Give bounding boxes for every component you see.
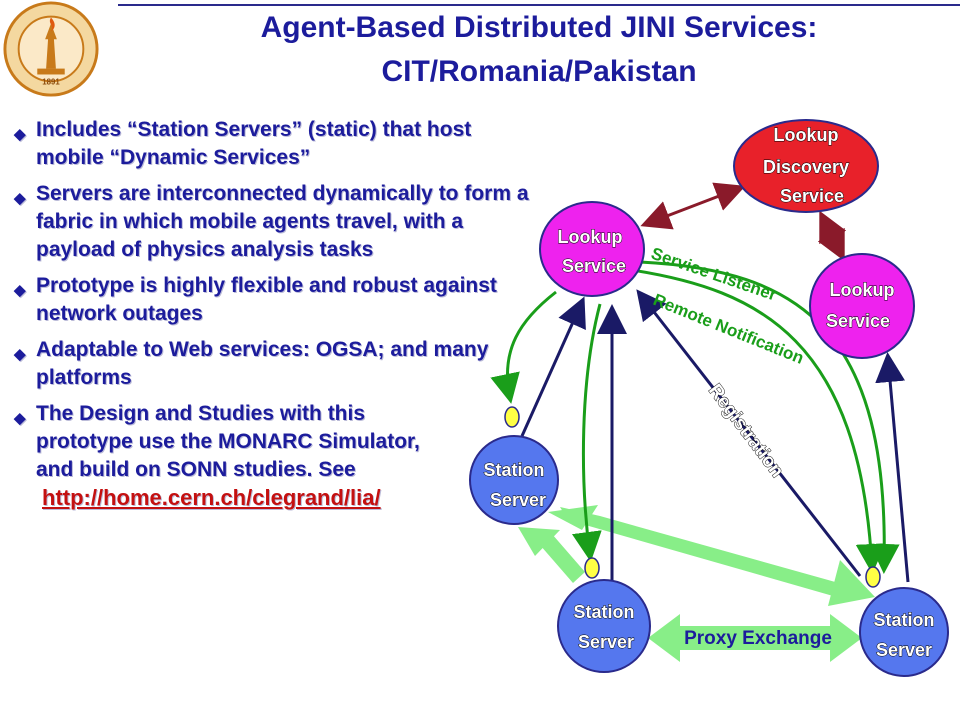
mobile-agent-icon [584, 557, 600, 579]
discovery-link-right [817, 210, 847, 262]
service-listener-arrow [631, 268, 886, 574]
discovery-link-left [640, 182, 746, 230]
proxy-arrow-left-diag [540, 534, 585, 583]
proxy-exchange-head-right [830, 614, 862, 662]
bullet-item: ◆ Servers are interconnected dynamically… [14, 180, 534, 264]
svg-text:Server: Server [876, 640, 932, 660]
proxy-exchange-head-left [648, 614, 680, 662]
caltech-seal-logo: 1891 [3, 1, 99, 97]
notification-arrow-left [490, 290, 557, 404]
title-line-2: CIT/Romania/Pakistan [381, 55, 697, 88]
station-server-node: Station Server [469, 435, 559, 525]
proxy-exchange-bar [676, 626, 834, 650]
proxy-arrow-head-lower [828, 560, 875, 606]
lookup-service-node-left: Lookup Service [539, 201, 645, 297]
diamond-bullet-icon: ◆ [14, 126, 26, 143]
registration-arrow-left [520, 296, 586, 437]
bullet-item: ◆ Adaptable to Web services: OGSA; and m… [14, 336, 534, 392]
page-title: Agent-Based Distributed JINI Services: C… [118, 6, 960, 94]
mobile-agent-icon [865, 566, 881, 588]
title-rule [118, 4, 960, 6]
svg-text:Lookup: Lookup [774, 125, 839, 145]
diamond-bullet-icon: ◆ [14, 282, 26, 299]
svg-text:Station: Station [574, 602, 635, 622]
svg-text:Station: Station [484, 460, 545, 480]
lookup-service-node-right: Lookup Service [809, 253, 915, 359]
svg-text:Service: Service [780, 186, 844, 206]
diamond-bullet-icon: ◆ [14, 190, 26, 207]
svg-text:Service: Service [826, 311, 890, 331]
registration-arrow-right [875, 352, 910, 583]
diamond-bullet-icon: ◆ [14, 346, 26, 363]
bullet-item: ◆ The Design and Studies with this proto… [14, 400, 446, 512]
notification-arrow-bottom [572, 303, 602, 562]
svg-text:Server: Server [578, 632, 634, 652]
lookup-discovery-service-node: Lookup Discovery Service [733, 119, 879, 213]
bullet-text: The Design and Studies with this prototy… [36, 402, 420, 481]
svg-text:Lookup: Lookup [558, 227, 623, 247]
bullet-item: ◆ Includes “Station Servers” (static) th… [14, 116, 534, 172]
svg-text:Lookup: Lookup [830, 280, 895, 300]
bullet-text: Servers are interconnected dynamically t… [36, 182, 529, 261]
station-server-node: Station Server [859, 587, 949, 677]
svg-text:Discovery: Discovery [763, 157, 849, 177]
proxy-exchange-label: Proxy Exchange [684, 628, 832, 649]
bullet-item: ◆ Prototype is highly flexible and robus… [14, 272, 534, 328]
mobile-agent-icon [504, 406, 520, 428]
svg-text:Server: Server [490, 490, 546, 510]
cern-link[interactable]: http://home.cern.ch/clegrand/lia/ [42, 485, 381, 510]
registration-arrow-diagonal [636, 289, 862, 577]
bullet-text: Adaptable to Web services: OGSA; and man… [36, 338, 489, 389]
bullet-list: ◆ Includes “Station Servers” (static) th… [14, 116, 534, 520]
bullet-text: Includes “Station Servers” (static) that… [36, 118, 472, 169]
station-server-node: Station Server [557, 579, 651, 673]
proxy-arrow-left-head [518, 527, 560, 556]
diamond-bullet-icon: ◆ [14, 410, 26, 427]
bullet-text: Prototype is highly flexible and robust … [36, 274, 497, 325]
registration-label: Registration [704, 380, 787, 481]
logo-year: 1891 [42, 77, 60, 86]
svg-text:Service: Service [562, 256, 626, 276]
svg-text:Station: Station [874, 610, 935, 630]
proxy-arrow-diagonal [560, 507, 846, 598]
title-line-1: Agent-Based Distributed JINI Services: [260, 11, 818, 44]
